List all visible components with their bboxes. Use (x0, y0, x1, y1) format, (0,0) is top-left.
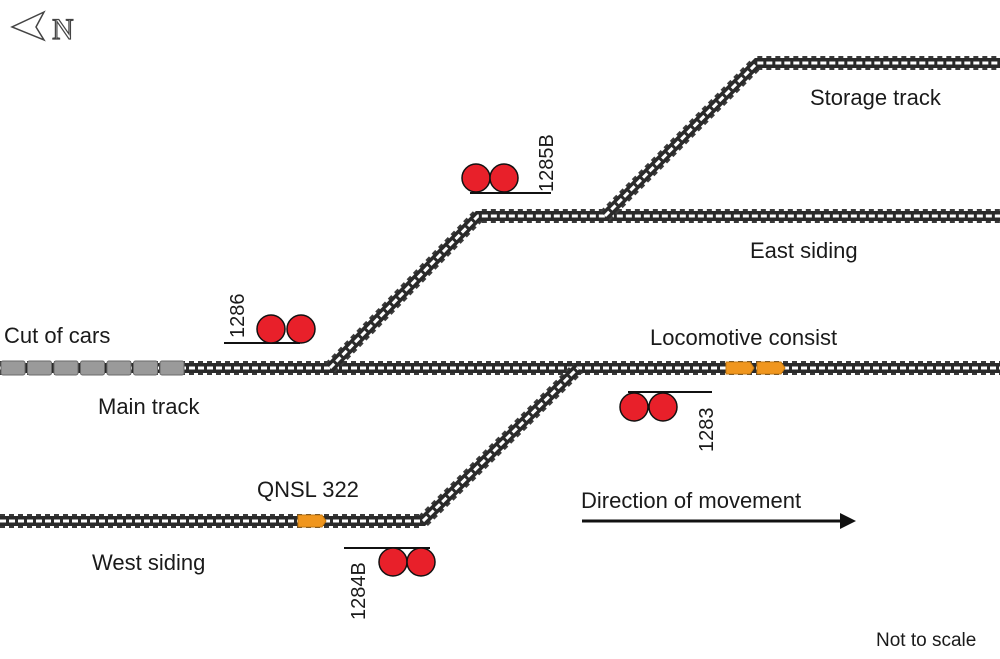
rail-car (53, 360, 79, 376)
signal-lamp (406, 547, 436, 577)
signal-lamp (256, 314, 286, 344)
rail-car (0, 360, 26, 376)
direction-arrow-icon (582, 513, 856, 529)
signal-label: 1285B (536, 134, 558, 192)
signal-label: 1286 (227, 294, 249, 339)
rail-car (106, 360, 132, 376)
rail-car (27, 360, 52, 376)
storage-track (600, 56, 1000, 221)
qnsl-label: QNSL 322 (257, 477, 359, 502)
signal-lamp (461, 163, 491, 193)
rail-car (133, 360, 158, 376)
west-siding-label: West siding (92, 550, 205, 575)
signal-lamp (648, 392, 678, 422)
signal-1286: 1286 (224, 294, 316, 344)
cut-of-cars-label: Cut of cars (4, 323, 110, 348)
locomotive-consist-label: Locomotive consist (650, 325, 837, 350)
signal-lamp (378, 547, 408, 577)
east-siding-label: East siding (750, 238, 858, 263)
rail-car (159, 360, 185, 376)
signal-1285B: 1285B (461, 134, 558, 194)
main-track-label: Main track (98, 394, 200, 419)
tracks-layer (0, 56, 1000, 528)
north-arrow-icon: N (10, 10, 74, 47)
rail-car (80, 360, 105, 376)
signal-lamp (619, 392, 649, 422)
not-to-scale-note: Not to scale (876, 630, 976, 651)
signal-1284B: 1284B (344, 547, 436, 620)
north-label: N (52, 13, 74, 46)
direction-label: Direction of movement (581, 488, 801, 513)
storage-track-label: Storage track (810, 85, 942, 110)
locomotive-consist (725, 361, 786, 375)
signal-lamp (286, 314, 316, 344)
cut-of-cars (0, 360, 185, 376)
qnsl-locomotive (297, 514, 327, 528)
east-siding (324, 209, 1000, 373)
signal-1283: 1283 (619, 391, 718, 453)
signal-lamp (489, 163, 519, 193)
signal-label: 1284B (348, 562, 370, 620)
west-siding (0, 363, 583, 528)
signal-label: 1283 (696, 408, 718, 453)
